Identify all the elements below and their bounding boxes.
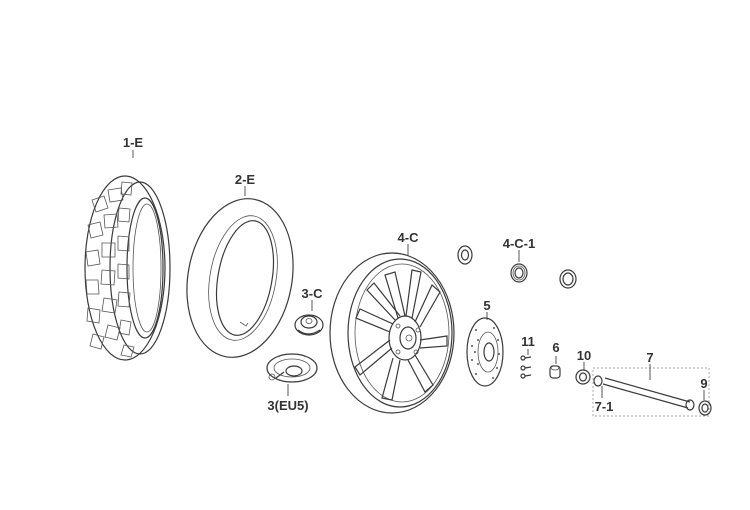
part-spacer [575, 369, 591, 385]
label-bolts: 11 [521, 334, 535, 349]
part-speedometer-gear [294, 314, 324, 336]
part-cast-wheel [329, 252, 455, 414]
part-dust-seal [559, 269, 577, 289]
part-axle [592, 367, 710, 417]
part-wheel-bearing-left [457, 245, 473, 265]
part-tire [84, 175, 171, 361]
part-speed-sensor-eu5 [266, 353, 318, 383]
part-bearing [510, 263, 528, 283]
label-bearing: 4-C-1 [503, 236, 536, 251]
part-axle-nut [698, 400, 712, 416]
part-brake-disc [466, 317, 504, 387]
label-tube: 2-E [235, 172, 256, 187]
label-spacer: 10 [577, 348, 591, 363]
label-tire: 1-E [123, 135, 144, 150]
label-axle: 7 [646, 350, 653, 365]
label-speedo-eu5: 3(EU5) [267, 398, 308, 413]
label-nut: 9 [700, 376, 707, 391]
label-axle-sub: 7-1 [595, 399, 614, 414]
part-disc-bolts [520, 355, 532, 379]
part-inner-tube [186, 198, 294, 358]
label-disc: 5 [483, 298, 490, 313]
label-speedo-gear: 3-C [302, 286, 324, 301]
label-wheel: 4-C [398, 230, 420, 245]
part-collar [549, 365, 561, 379]
label-collar: 6 [552, 340, 559, 355]
